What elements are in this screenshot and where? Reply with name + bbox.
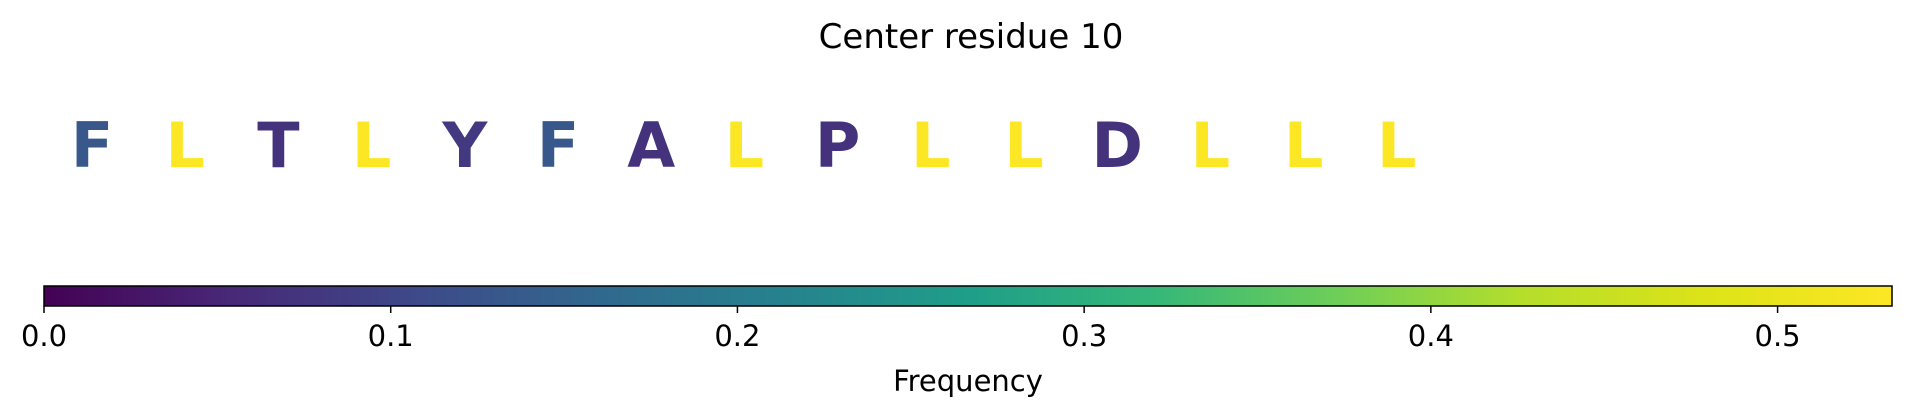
colorbar-tick-label: 0.4 <box>1408 319 1454 353</box>
residue-letter: L <box>1191 109 1231 182</box>
colorbar-tick-label: 0.1 <box>368 319 414 353</box>
colorbar-tick-label: 0.3 <box>1061 319 1107 353</box>
residue-letter: F <box>71 109 113 182</box>
residue-letter: F <box>537 109 579 182</box>
residue-letter: T <box>257 109 299 182</box>
residue-letter: L <box>1004 109 1044 182</box>
colorbar: 0.0 0.1 0.2 0.3 0.4 0.5 Frequency <box>21 285 1893 398</box>
colorbar-tick-label: 0.5 <box>1755 319 1801 353</box>
colorbar-frame <box>43 285 1893 307</box>
colorbar-tick-label: 0.0 <box>21 319 67 353</box>
residue-letter: D <box>1091 109 1142 182</box>
residue-letter: Y <box>441 109 488 182</box>
residue-letter: L <box>911 109 951 182</box>
colorbar-tick-label: 0.2 <box>714 319 760 353</box>
residue-letter: A <box>627 109 675 182</box>
residue-letter: L <box>1284 109 1324 182</box>
colorbar-label: Frequency <box>893 364 1043 398</box>
residue-letter: L <box>165 109 205 182</box>
residue-letter: P <box>815 109 860 182</box>
residue-letter: L <box>725 109 765 182</box>
chart-title: Center residue 10 <box>819 17 1124 57</box>
colorbar-gradient <box>44 286 1892 306</box>
residue-letter: L <box>1377 109 1417 182</box>
colorbar-ticks: 0.0 0.1 0.2 0.3 0.4 0.5 <box>21 306 1801 353</box>
residue-letter: L <box>352 109 392 182</box>
